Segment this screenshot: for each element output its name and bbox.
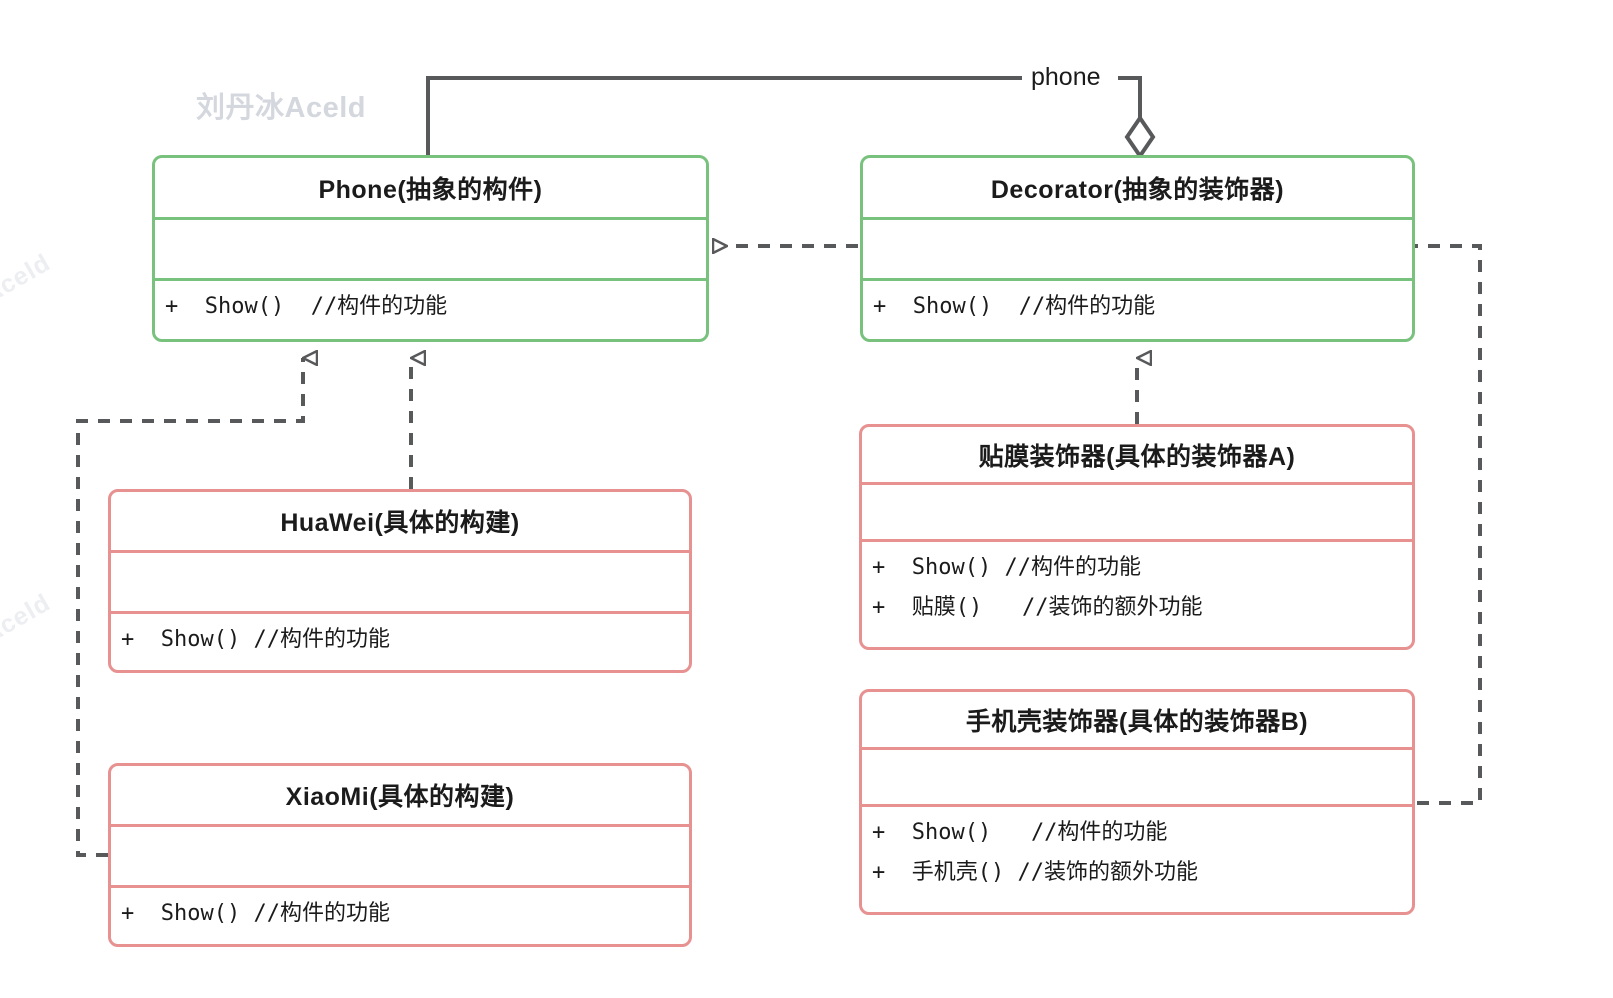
class-title-decorator-a: 贴膜装饰器(具体的装饰器A) xyxy=(862,427,1412,485)
watermark-side-upper: Aceld xyxy=(0,248,56,310)
class-attributes-huawei xyxy=(111,553,689,614)
method-row: + Show() //构件的功能 xyxy=(165,294,448,319)
method-row: + Show() //构件的功能 xyxy=(121,627,390,652)
class-title-xiaomi: XiaoMi(具体的构建) xyxy=(111,766,689,827)
edge-realization-decorator-b-decorator xyxy=(1413,246,1482,805)
class-attributes-xiaomi xyxy=(111,827,689,888)
class-attributes-decorator-a xyxy=(862,485,1412,542)
watermark-side-lower: Aceld xyxy=(0,588,56,650)
class-box-xiaomi[interactable]: XiaoMi(具体的构建) + Show() //构件的功能 xyxy=(108,763,692,947)
method-row: + Show() //构件的功能 xyxy=(872,820,1168,845)
class-box-huawei[interactable]: HuaWei(具体的构建) + Show() //构件的功能 xyxy=(108,489,692,673)
class-title-phone: Phone(抽象的构件) xyxy=(155,158,706,220)
watermark-author: 刘丹冰Aceld xyxy=(196,92,366,124)
class-attributes-phone xyxy=(155,220,706,281)
class-attributes-decorator-b xyxy=(862,750,1412,807)
class-box-decorator-a[interactable]: 贴膜装饰器(具体的装饰器A) + Show() //构件的功能 + 贴膜() /… xyxy=(859,424,1415,650)
class-box-decorator-b[interactable]: 手机壳装饰器(具体的装饰器B) + Show() //构件的功能 + 手机壳()… xyxy=(859,689,1415,915)
class-methods-decorator-b: + Show() //构件的功能 + 手机壳() //装饰的额外功能 xyxy=(862,807,1412,912)
method-row: + Show() //构件的功能 xyxy=(873,294,1156,319)
method-row: + Show() //构件的功能 xyxy=(872,555,1141,580)
class-methods-huawei: + Show() //构件的功能 xyxy=(111,614,689,670)
class-methods-decorator: + Show() //构件的功能 xyxy=(863,281,1412,339)
class-title-decorator-b: 手机壳装饰器(具体的装饰器B) xyxy=(862,692,1412,750)
class-title-huawei: HuaWei(具体的构建) xyxy=(111,492,689,553)
class-methods-phone: + Show() //构件的功能 xyxy=(155,281,706,339)
edge-label-phone: phone xyxy=(1028,63,1104,92)
class-attributes-decorator xyxy=(863,220,1412,281)
class-methods-decorator-a: + Show() //构件的功能 + 贴膜() //装饰的额外功能 xyxy=(862,542,1412,647)
class-title-decorator: Decorator(抽象的装饰器) xyxy=(863,158,1412,220)
class-box-phone[interactable]: Phone(抽象的构件) + Show() //构件的功能 xyxy=(152,155,709,342)
class-box-decorator[interactable]: Decorator(抽象的装饰器) + Show() //构件的功能 xyxy=(860,155,1415,342)
class-methods-xiaomi: + Show() //构件的功能 xyxy=(111,888,689,944)
method-row: + 手机壳() //装饰的额外功能 xyxy=(872,860,1198,885)
method-row: + 贴膜() //装饰的额外功能 xyxy=(872,595,1203,620)
method-row: + Show() //构件的功能 xyxy=(121,901,390,926)
